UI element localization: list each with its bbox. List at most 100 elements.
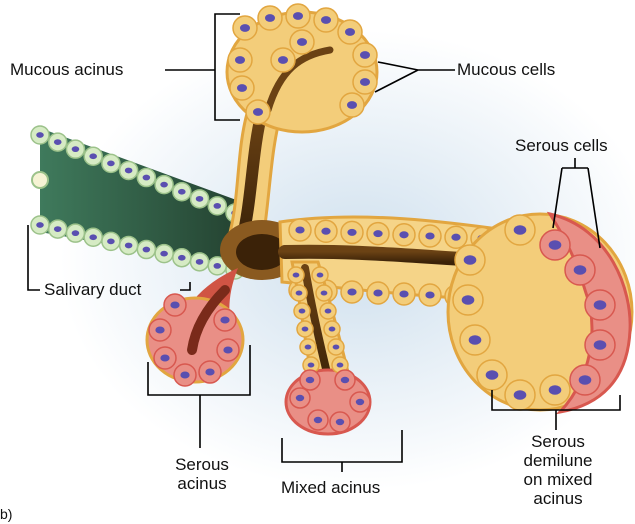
nucleus xyxy=(160,251,168,257)
nucleus xyxy=(178,189,186,195)
nucleus xyxy=(240,24,250,32)
mucous-acinus-label: Mucous acinus xyxy=(10,60,123,79)
nucleus xyxy=(178,255,186,261)
nucleus xyxy=(486,370,499,380)
nucleus xyxy=(125,243,133,249)
nucleus xyxy=(155,326,164,333)
nucleus xyxy=(278,56,288,64)
nucleus xyxy=(347,288,356,295)
mucous-cells-label: Mucous cells xyxy=(457,60,555,79)
nucleus xyxy=(297,38,307,46)
nucleus xyxy=(399,231,408,238)
nucleus xyxy=(196,196,204,202)
nucleus xyxy=(180,371,189,378)
nucleus xyxy=(462,295,475,305)
nucleus xyxy=(356,399,364,405)
serous-acinus-label: Serous acinus xyxy=(162,455,242,493)
nucleus xyxy=(514,225,527,235)
nucleus xyxy=(36,132,44,138)
nucleus xyxy=(296,290,303,295)
nucleus xyxy=(360,51,370,59)
nucleus xyxy=(235,56,245,64)
nucleus xyxy=(170,301,179,308)
nucleus xyxy=(237,84,247,92)
nucleus xyxy=(373,230,382,237)
mucous-acinus xyxy=(227,4,377,132)
nucleus xyxy=(425,291,434,298)
serous-demilune-acinus xyxy=(448,214,632,412)
nucleus xyxy=(54,226,62,232)
nucleus xyxy=(160,354,169,361)
nucleus xyxy=(253,108,263,116)
nucleus xyxy=(205,368,214,375)
nucleus xyxy=(306,377,314,383)
nucleus xyxy=(549,385,562,395)
nucleus xyxy=(308,362,315,367)
nucleus xyxy=(579,375,592,385)
nucleus xyxy=(321,16,331,24)
nucleus xyxy=(337,362,344,367)
nucleus xyxy=(347,229,356,236)
nucleus xyxy=(143,175,151,181)
nucleus xyxy=(36,222,44,228)
nucleus xyxy=(325,308,332,313)
nucleus xyxy=(345,28,355,36)
nucleus xyxy=(160,182,168,188)
nucleus xyxy=(89,153,97,159)
nucleus xyxy=(373,289,382,296)
nucleus xyxy=(89,234,97,240)
nucleus xyxy=(594,300,607,310)
nucleus xyxy=(549,240,562,250)
salivary-duct-label: Salivary duct xyxy=(44,280,141,299)
nucleus xyxy=(574,265,587,275)
nucleus xyxy=(293,12,303,20)
nucleus xyxy=(54,139,62,145)
nucleus xyxy=(329,326,336,331)
serous-demilune-label: Serous demilune on mixed acinus xyxy=(508,432,608,508)
nucleus xyxy=(107,238,115,244)
nucleus xyxy=(333,344,340,349)
serous-cells-label: Serous cells xyxy=(515,136,608,155)
nucleus xyxy=(464,255,477,265)
nucleus xyxy=(293,272,300,277)
nucleus xyxy=(399,290,408,297)
nucleus xyxy=(220,316,229,323)
mixed-acinus-label: Mixed acinus xyxy=(281,478,380,497)
serous-demilune-line-1: Serous xyxy=(508,432,608,451)
serous-demilune-line-4: acinus xyxy=(508,489,608,508)
panel-letter: b) xyxy=(0,505,12,524)
nucleus xyxy=(213,203,221,209)
nucleus xyxy=(72,146,80,152)
nucleus xyxy=(295,226,304,233)
nucleus xyxy=(594,340,607,350)
nucleus xyxy=(336,419,344,425)
serous-demilune-line-2: demilune xyxy=(508,451,608,470)
nucleus xyxy=(125,168,133,174)
nucleus xyxy=(514,390,527,400)
nucleus xyxy=(425,232,434,239)
nucleus xyxy=(302,326,309,331)
serous-acinus-line-2: acinus xyxy=(162,474,242,493)
nucleus xyxy=(299,308,306,313)
nucleus xyxy=(107,160,115,166)
nucleus xyxy=(196,259,204,265)
nucleus xyxy=(314,417,322,423)
nucleus xyxy=(341,377,349,383)
nucleus xyxy=(360,78,370,86)
nucleus xyxy=(143,247,151,253)
nucleus xyxy=(305,344,312,349)
nucleus xyxy=(265,14,275,22)
nucleus xyxy=(451,234,460,241)
nucleus xyxy=(321,228,330,235)
nucleus xyxy=(296,395,304,401)
nucleus xyxy=(72,230,80,236)
nucleus xyxy=(469,335,482,345)
nucleus xyxy=(347,101,357,109)
nucleus xyxy=(223,346,232,353)
nucleus xyxy=(321,290,328,295)
serous-acinus-line-1: Serous xyxy=(162,455,242,474)
nucleus xyxy=(213,263,221,269)
nucleus xyxy=(317,272,324,277)
serous-demilune-line-3: on mixed xyxy=(508,470,608,489)
